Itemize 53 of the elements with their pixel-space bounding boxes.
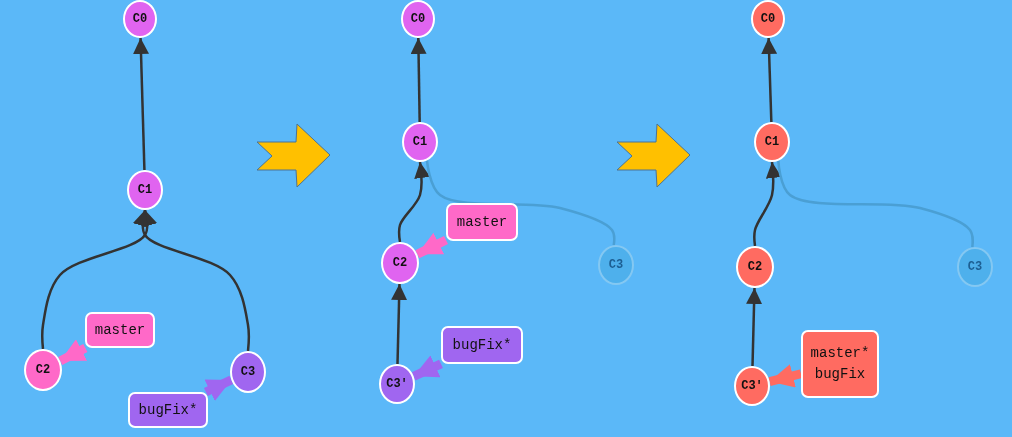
branch-label-box — [441, 326, 523, 364]
commit-arrow — [761, 37, 778, 123]
commit-arrow — [133, 37, 149, 171]
commit-id: C3' — [741, 379, 763, 393]
branch-name: bugFix — [814, 365, 866, 384]
commit-id: C3' — [386, 377, 408, 391]
commit-id: C1 — [137, 183, 153, 197]
branch-label-box — [85, 312, 155, 348]
commit-arrow — [746, 287, 763, 367]
branch-label-box — [128, 392, 208, 428]
branch-label-box — [446, 203, 518, 241]
commit-id: C2 — [747, 260, 763, 274]
commit-circle — [230, 351, 266, 393]
branch-name: bugFix* — [138, 400, 198, 420]
commit-id: C1 — [412, 135, 428, 149]
branch-pointer-arrow — [415, 232, 448, 259]
branch-pointer-arrow — [768, 364, 803, 388]
commit-circle — [402, 122, 438, 162]
commit-arrow — [410, 37, 427, 123]
commit-circle — [127, 170, 163, 210]
branch-pointer-arrow — [203, 375, 234, 402]
commit-arrow — [753, 161, 782, 247]
commit-circle — [24, 349, 62, 391]
branch-label-box — [801, 330, 879, 398]
commit-id: C1 — [764, 135, 780, 149]
branch-pointer-arrow — [411, 355, 443, 381]
commit-id: C0 — [410, 12, 426, 26]
faded-commit-circle — [957, 247, 993, 287]
faded-commit-circle — [598, 245, 634, 285]
commit-circle — [751, 0, 785, 38]
commit-circle — [754, 122, 790, 162]
commit-circle — [401, 0, 435, 38]
branch-name: master — [456, 212, 508, 232]
branch-name: master* — [810, 344, 870, 363]
commit-arrow — [397, 161, 430, 243]
commit-id: C3 — [967, 260, 983, 274]
branch-pointer-arrow — [58, 339, 88, 366]
commit-id: C3 — [608, 258, 624, 272]
commit-arrow — [133, 209, 250, 352]
commit-circle — [379, 364, 415, 404]
commit-id: C0 — [760, 12, 776, 26]
commit-id: C2 — [392, 256, 408, 270]
commit-arrow — [41, 209, 157, 350]
commit-circle — [381, 242, 419, 284]
commit-arrow — [391, 283, 408, 365]
commit-circle — [734, 366, 770, 406]
commit-id: C2 — [35, 363, 51, 377]
branch-name: bugFix* — [452, 335, 512, 355]
branch-name: master — [94, 320, 146, 340]
commit-id: C0 — [132, 12, 148, 26]
commit-circle — [736, 246, 774, 288]
commit-id: C3 — [240, 365, 256, 379]
commit-circle — [123, 0, 157, 38]
